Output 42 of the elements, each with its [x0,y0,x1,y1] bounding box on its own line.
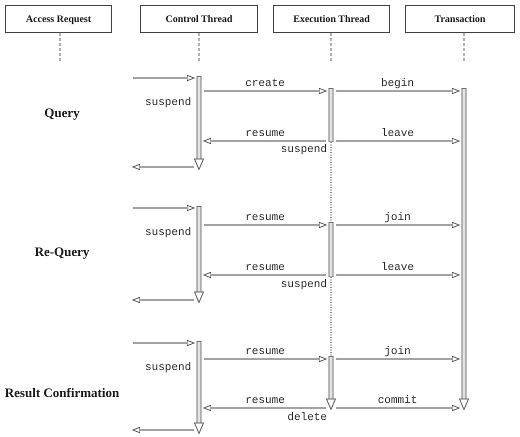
message-arrow [133,204,194,212]
message-arrow [133,340,194,346]
state-label: suspend [280,279,328,291]
activation-bar [326,88,336,142]
activation-bar [459,88,469,410]
phase-label: Re-Query [34,242,90,260]
edge-label: join [383,212,412,224]
participant-box: Transaction [405,5,515,33]
message-arrow [133,74,194,82]
message-arrow [132,164,194,170]
activation-bar [194,341,204,434]
lifeline [330,142,332,222]
message-arrow [336,138,460,144]
phase-label: Query [43,104,81,120]
phase-label: Result Confirmation [4,384,120,400]
message-arrow [204,222,326,228]
message-arrow [204,138,326,144]
message-arrow [204,272,326,278]
state-label: suspend [280,144,328,156]
state-label: suspend [144,97,192,109]
edge-label: begin [380,78,415,90]
participant-box: Execution Thread [273,5,390,33]
activation-bar [194,76,204,170]
message-arrow [204,404,326,412]
activation-bar [194,206,204,303]
message-arrow [204,356,326,362]
state-label: suspend [144,362,192,374]
message-arrow [336,88,460,94]
message-arrow [132,296,194,304]
message-arrow [132,426,194,434]
state-label: suspend [144,227,192,239]
message-arrow [336,222,460,228]
activation-bar [326,222,336,277]
participant-box: Access Request [5,5,112,33]
message-arrow [336,404,460,412]
lifeline [330,277,332,356]
participant-box: Control Thread [140,5,258,33]
edge-label: join [383,346,412,358]
activation-bar [326,356,336,410]
message-arrow [204,88,326,94]
message-arrow [336,272,460,278]
message-arrow [336,356,460,362]
